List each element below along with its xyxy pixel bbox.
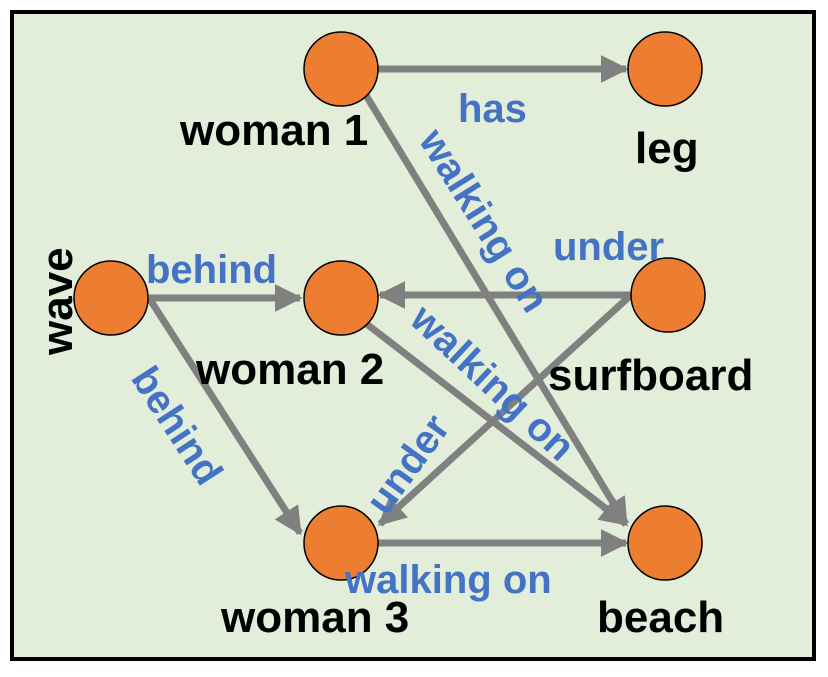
label-surfboard: surfboard — [548, 351, 753, 400]
edge-woman2-beach — [361, 319, 629, 527]
edge-wave-woman3 — [146, 296, 303, 536]
edge-woman1-beach — [361, 90, 629, 527]
edge-label-has: has — [458, 87, 527, 131]
node-woman3 — [303, 505, 379, 581]
node-beach — [627, 505, 703, 581]
label-woman3: woman 3 — [220, 593, 409, 642]
node-woman1 — [303, 31, 379, 107]
edge-label-wave-woman2: behind — [146, 248, 277, 292]
node-surfboard — [630, 257, 706, 333]
edge-surfboard-woman3 — [377, 292, 634, 527]
label-leg: leg — [635, 124, 699, 173]
node-leg — [627, 31, 703, 107]
label-wave: wave — [33, 247, 82, 356]
edge-label-woman3-beach: walking on — [344, 558, 552, 602]
node-wave — [73, 260, 149, 336]
label-beach: beach — [597, 593, 724, 642]
label-woman1: woman 1 — [179, 106, 368, 155]
edge-label-surfboard-woman2: under — [553, 225, 664, 269]
label-woman2: woman 2 — [195, 345, 384, 394]
node-woman2 — [303, 260, 379, 336]
